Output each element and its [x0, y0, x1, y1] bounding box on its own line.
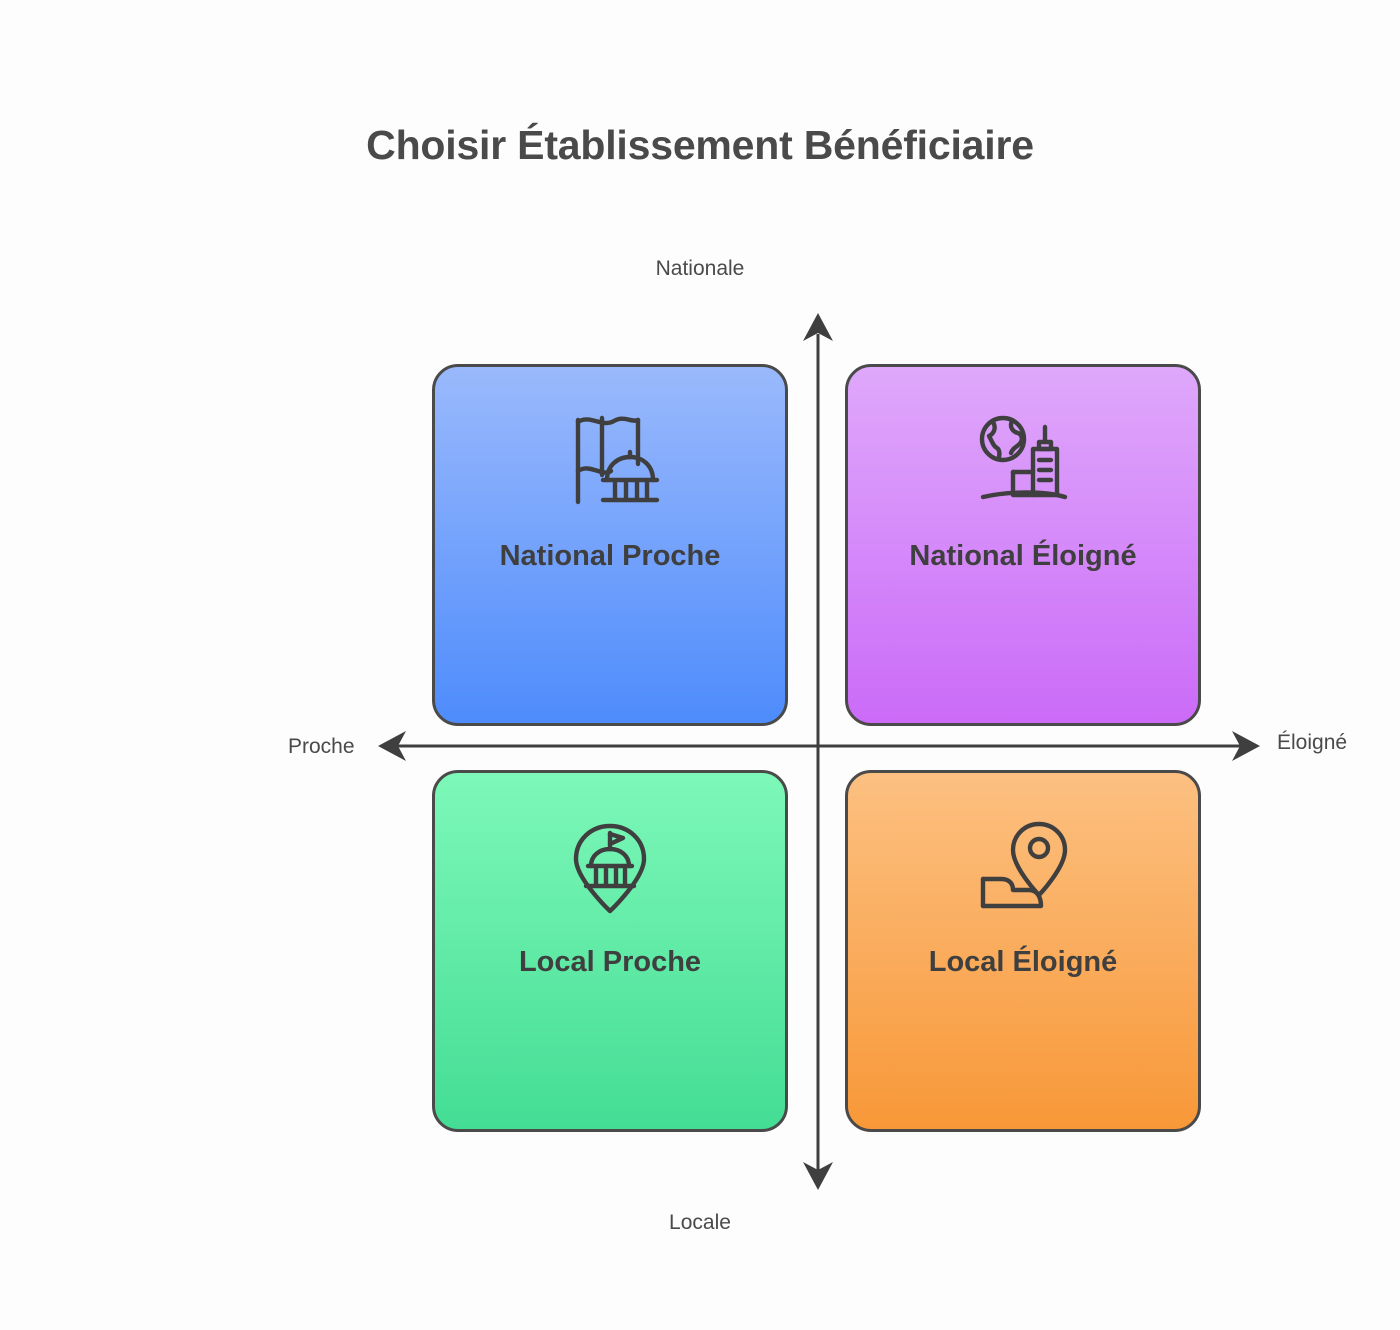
quadrant-label-local-proche: Local Proche [518, 946, 702, 978]
quadrant-label-national-proche: National Proche [499, 540, 721, 572]
quadrant-label-national-eloigne: National Éloigné [909, 540, 1137, 572]
quadrant-card-national-eloigne[interactable]: National Éloigné [845, 364, 1201, 726]
page-title: Choisir Établissement Bénéficiaire [366, 122, 1034, 168]
quadrant-label-local-eloigne: Local Éloigné [928, 946, 1118, 978]
map-pin-townhall-icon [558, 815, 662, 919]
quadrant-card-local-proche[interactable]: Local Proche [432, 770, 788, 1132]
quadrant-card-local-eloigne[interactable]: Local Éloigné [845, 770, 1201, 1132]
map-pin-road-icon [971, 815, 1075, 919]
axis-label-nationale: Nationale [655, 257, 745, 280]
globe-skyscraper-icon [971, 409, 1075, 513]
quadrant-card-national-proche[interactable]: National Proche [432, 364, 788, 726]
axis-label-locale: Locale [669, 1211, 731, 1234]
axis-label-eloigne: Éloigné [1277, 731, 1348, 754]
axis-label-proche: Proche [288, 735, 355, 758]
flag-government-building-icon [558, 409, 662, 513]
